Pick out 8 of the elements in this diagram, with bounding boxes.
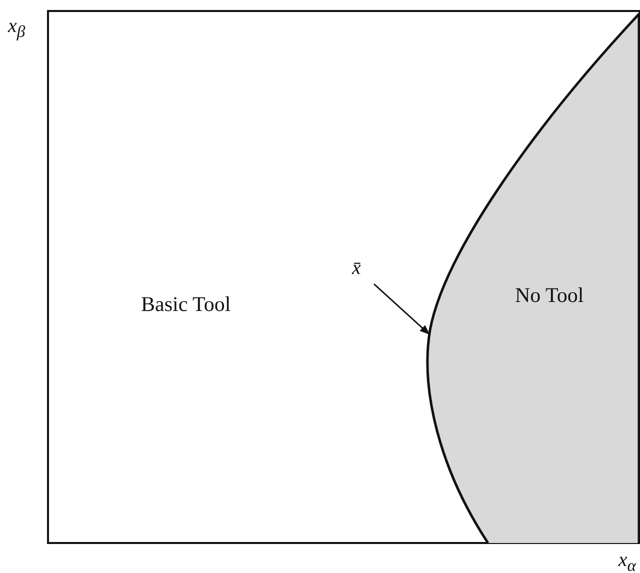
shaded-region <box>427 12 639 543</box>
plot-frame <box>47 10 640 544</box>
axis-label: x$_{α}$ <box>618 550 636 573</box>
region-label: Basic Tool <box>141 294 231 315</box>
arrow <box>374 283 430 335</box>
region-label: No Tool <box>515 285 584 306</box>
axis-label: x$_{β}$ <box>8 16 26 41</box>
variable-label: x̄ <box>352 258 361 278</box>
